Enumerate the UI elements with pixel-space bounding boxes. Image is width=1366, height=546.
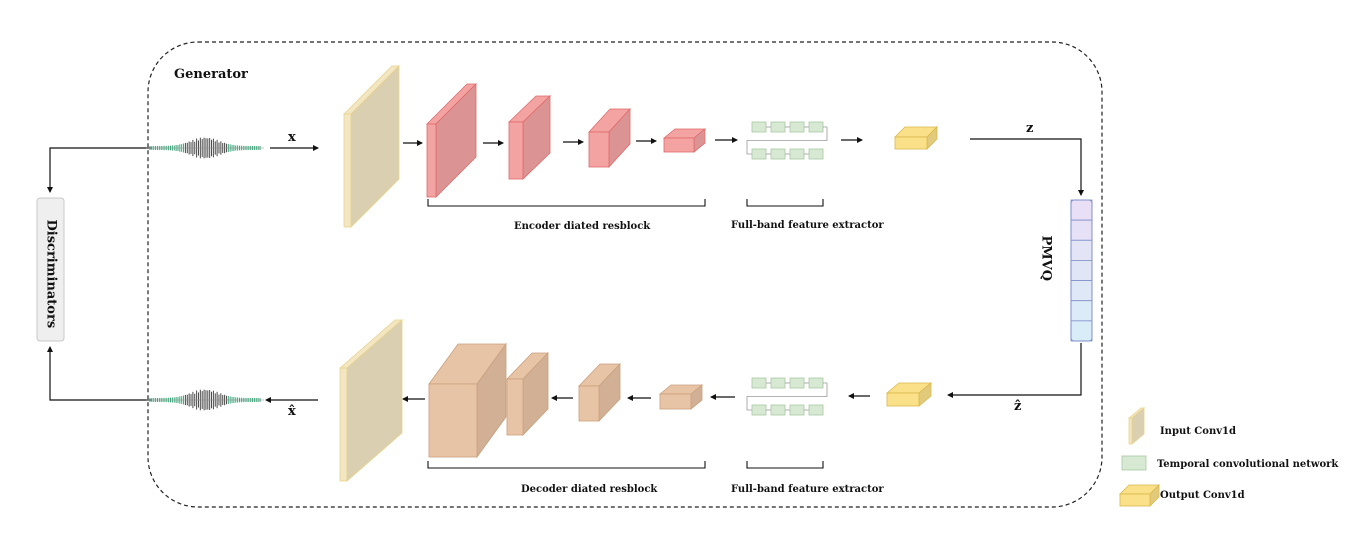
output-conv-top	[894, 126, 938, 150]
codebook-entry	[1070, 280, 1093, 302]
output-conv-bottom	[885, 382, 933, 407]
decoder-bracket	[427, 461, 706, 469]
legend-tcn-label: Temporal convolutional network	[1157, 459, 1339, 470]
codebook-entry	[1070, 219, 1093, 241]
tcn-cell	[751, 148, 767, 160]
z-signal-label: z	[1026, 121, 1034, 136]
encoder-block-2	[508, 95, 551, 180]
codebook-entry	[1070, 260, 1093, 281]
tcn-bottom-block	[746, 377, 828, 416]
decoder-block-3	[578, 363, 621, 422]
codebook-entry	[1070, 300, 1093, 322]
disc-bottom-connector	[47, 346, 152, 401]
encoder-block-4	[662, 128, 707, 153]
input-waveform-icon	[146, 137, 264, 159]
encoder-block-1	[426, 83, 477, 198]
tcn-cell	[770, 121, 786, 133]
decoder-label: Decoder diated resblock	[521, 484, 658, 495]
generator-label: Generator	[174, 67, 248, 82]
z-connector	[970, 138, 1084, 196]
discriminators-box	[36, 197, 65, 342]
tcn-cell	[808, 377, 824, 389]
decoder-block-2	[506, 352, 549, 436]
input-conv-icon	[1127, 407, 1146, 445]
tcn-cell	[751, 121, 767, 133]
tcn-cell	[770, 404, 786, 416]
feature-extractor-top-bracket	[746, 199, 824, 207]
discriminators-label: Discriminators	[43, 219, 59, 329]
encoder-bracket	[427, 199, 706, 207]
output-conv-icon	[1119, 484, 1160, 507]
pmvq-codebook	[1070, 199, 1093, 342]
tcn-cell	[751, 377, 767, 389]
disc-top-connector	[47, 147, 152, 193]
tcn-top-block	[746, 121, 828, 160]
legend-output-conv-label: Output Conv1d	[1160, 490, 1245, 501]
tcn-cell	[789, 377, 805, 389]
input-conv-top	[343, 65, 400, 228]
tcn-cell	[808, 121, 824, 133]
feature-extractor-bottom-bracket	[746, 461, 824, 469]
tcn-icon	[1121, 455, 1147, 471]
zhat-signal-label: ẑ	[1014, 399, 1022, 414]
x-signal-label: x	[288, 130, 296, 145]
encoder-block-3	[588, 107, 631, 169]
tcn-cell	[770, 377, 786, 389]
decoder-block-1	[428, 342, 507, 459]
feature-extractor-top-label: Full-band feature extractor	[731, 220, 884, 231]
decoder-block-4	[658, 384, 704, 410]
pmvq-label: PMVQ	[1038, 235, 1054, 282]
generator-container	[147, 41, 1103, 508]
tcn-cell	[808, 404, 824, 416]
xhat-signal-label: x̂	[288, 404, 296, 419]
zhat-connector	[947, 343, 1082, 398]
tcn-cell	[789, 404, 805, 416]
codebook-entry	[1070, 199, 1093, 221]
tcn-cell	[770, 148, 786, 160]
tcn-cell	[751, 404, 767, 416]
feature-extractor-bottom-label: Full-band feature extractor	[731, 484, 884, 495]
tcn-cell	[789, 121, 805, 133]
output-waveform-icon	[146, 389, 264, 411]
input-conv-bottom	[338, 319, 404, 482]
codebook-entry	[1070, 320, 1093, 342]
encoder-label: Encoder diated resblock	[514, 221, 651, 232]
tcn-cell	[789, 148, 805, 160]
codebook-entry	[1070, 239, 1093, 261]
tcn-cell	[808, 148, 824, 160]
legend-input-conv-label: Input Conv1d	[1160, 426, 1236, 437]
